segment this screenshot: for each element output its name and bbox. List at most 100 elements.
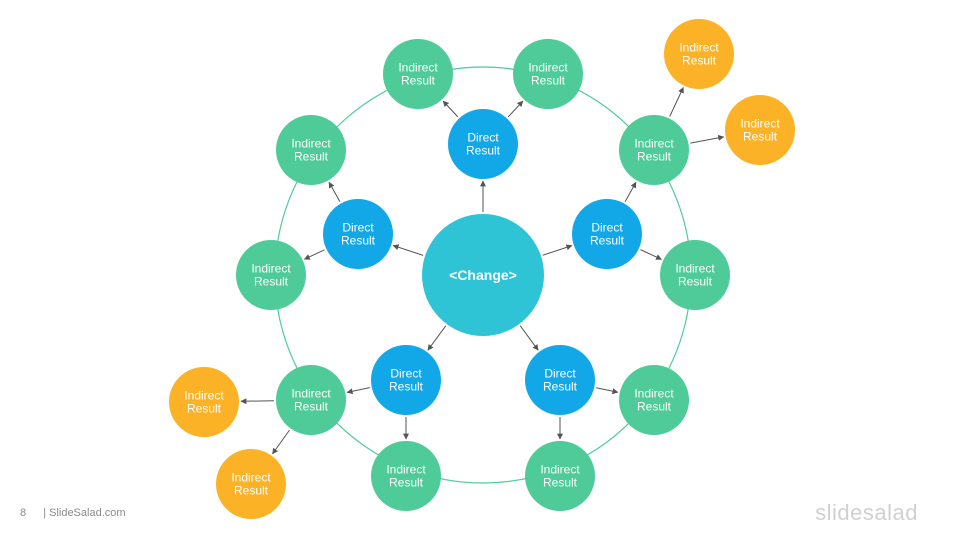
indirect-label-line: Result — [254, 275, 289, 289]
indirect-circle — [513, 39, 583, 109]
direct-label-line: Result — [466, 144, 501, 158]
outer-circle — [216, 449, 286, 519]
indirect-label-line: Indirect — [634, 137, 674, 151]
direct-label-line: Result — [389, 380, 424, 394]
indirect-label-line: Result — [637, 400, 672, 414]
arrow-dRight-to-iR1 — [624, 181, 637, 202]
indirect-label-line: Result — [401, 74, 436, 88]
indirect-circle — [383, 39, 453, 109]
indirect-label-line: Result — [678, 275, 713, 289]
outer-label-line: Result — [187, 402, 222, 416]
direct-circle — [572, 199, 642, 269]
indirect-label-line: Result — [294, 400, 329, 414]
direct-circle — [525, 345, 595, 415]
outer-label-line: Result — [743, 130, 778, 144]
indirect-label-line: Indirect — [291, 137, 331, 151]
outer-label-line: Indirect — [679, 41, 719, 55]
footer: 8 | SlideSalad.com — [20, 507, 126, 519]
arrow-c-to-dLeft — [392, 244, 424, 256]
arrow-dTop-to-iT2 — [507, 100, 524, 118]
footer-site: | SlideSalad.com — [43, 507, 126, 519]
outer-label-line: Indirect — [740, 117, 780, 131]
indirect-label-line: Indirect — [251, 262, 291, 276]
arrow-c-to-dBL — [427, 325, 447, 351]
direct-label-line: Direct — [342, 221, 374, 235]
indirect-label-line: Result — [531, 74, 566, 88]
direct-label-line: Direct — [467, 131, 499, 145]
indirect-circle — [660, 240, 730, 310]
indirect-circle — [276, 365, 346, 435]
arrow-c-to-dRight — [542, 244, 573, 256]
change-label: <Change> — [449, 267, 517, 283]
indirect-label-line: Result — [543, 476, 578, 490]
outer-circle — [725, 95, 795, 165]
arrow-iBL1-to-oBL1 — [240, 398, 275, 405]
indirect-label-line: Indirect — [675, 262, 715, 276]
outer-circle — [169, 367, 239, 437]
direct-circle — [323, 199, 393, 269]
direct-label-line: Direct — [591, 221, 623, 235]
page-number: 8 — [20, 507, 27, 519]
indirect-circle — [619, 115, 689, 185]
indirect-circle — [236, 240, 306, 310]
outer-label-line: Indirect — [184, 389, 224, 403]
indirect-label-line: Indirect — [528, 61, 568, 75]
indirect-label-line: Indirect — [398, 61, 438, 75]
brand-logo: slidesalad — [815, 500, 918, 525]
center-node: <Change> — [422, 214, 544, 336]
arrow-iBL1-to-oBL2 — [272, 429, 290, 455]
direct-label-line: Result — [341, 234, 376, 248]
outer-label-line: Indirect — [231, 471, 271, 485]
indirect-circle — [276, 115, 346, 185]
indirect-circle — [371, 441, 441, 511]
change-circle — [422, 214, 544, 336]
outer-circle — [664, 19, 734, 89]
arrow-dLeft-to-iL1 — [328, 181, 341, 202]
indirect-circle — [619, 365, 689, 435]
arrow-dTop-to-iT1 — [442, 100, 459, 118]
indirect-label-line: Result — [294, 150, 329, 164]
arrow-iR1-to-oTR2 — [690, 134, 725, 144]
indirect-label-line: Result — [637, 150, 672, 164]
indirect-label-line: Result — [389, 476, 424, 490]
indirect-label-line: Indirect — [540, 463, 580, 477]
indirect-label-line: Indirect — [634, 387, 674, 401]
arrow-dRight-to-iR2 — [640, 249, 663, 260]
outer-label-line: Result — [682, 54, 717, 68]
direct-label-line: Result — [590, 234, 625, 248]
indirect-label-line: Indirect — [386, 463, 426, 477]
indirect-label-line: Indirect — [291, 387, 331, 401]
connector-arrows — [240, 86, 725, 455]
direct-label-line: Result — [543, 380, 578, 394]
arrow-dBL-to-iBL1 — [346, 387, 370, 395]
direct-label-line: Direct — [544, 367, 576, 381]
arrow-c-to-dBR — [519, 325, 539, 351]
arrow-iR1-to-oTR1 — [669, 86, 684, 117]
outer-label-line: Result — [234, 484, 269, 498]
direct-label-line: Direct — [390, 367, 422, 381]
indirect-circle — [525, 441, 595, 511]
direct-circle — [448, 109, 518, 179]
arrow-dLeft-to-iL2 — [303, 249, 325, 260]
result-nodes: DirectResultDirectResultDirectResultDire… — [169, 19, 795, 519]
